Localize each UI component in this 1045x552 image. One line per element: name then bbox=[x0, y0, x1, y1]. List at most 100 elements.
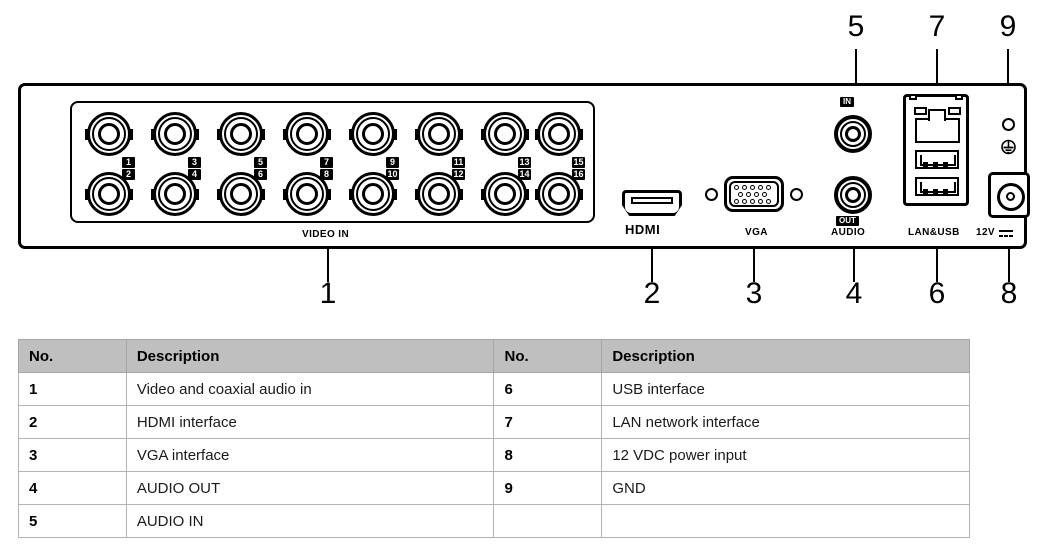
bnc-portnum-13: 13 bbox=[518, 157, 531, 168]
table-header-row: No. Description No. Description bbox=[18, 339, 970, 373]
bnc-connector-12[interactable] bbox=[415, 171, 463, 217]
callout-leader-2 bbox=[651, 249, 653, 282]
row-4-no-1: 5 bbox=[18, 504, 127, 538]
table-row: 5 AUDIO IN bbox=[18, 504, 970, 538]
device-chassis: 1 2 3 4 5 6 7 8 9 10 11 12 13 14 15 16 V… bbox=[18, 83, 1027, 249]
bnc-connector-15[interactable] bbox=[535, 111, 583, 157]
row-0-no-2: 6 bbox=[493, 372, 603, 406]
callout-leader-4 bbox=[853, 249, 855, 282]
row-2-no-2: 8 bbox=[493, 438, 603, 472]
audio-in-tag: IN bbox=[840, 97, 854, 107]
header-no-1: No. bbox=[18, 339, 127, 373]
row-1-no-1: 2 bbox=[18, 405, 127, 439]
lan-usb-label: LAN&USB bbox=[908, 227, 960, 238]
row-1-desc-1: HDMI interface bbox=[125, 405, 495, 439]
lan-usb-mount-tab-right bbox=[955, 94, 963, 100]
vga-port[interactable] bbox=[705, 176, 803, 214]
callout-leader-1 bbox=[327, 249, 329, 282]
callout-top-9: 9 bbox=[999, 10, 1017, 43]
bnc-connector-11[interactable] bbox=[415, 111, 463, 157]
bnc-connector-6[interactable] bbox=[217, 171, 265, 217]
callout-top-5: 5 bbox=[847, 10, 865, 43]
callout-leader-7 bbox=[936, 49, 938, 105]
callout-leader-6 bbox=[936, 249, 938, 282]
bnc-connector-5[interactable] bbox=[217, 111, 265, 157]
audio-label: AUDIO bbox=[831, 227, 866, 238]
bnc-portnum-7: 7 bbox=[320, 157, 333, 168]
table-row: 4 AUDIO OUT 9 GND bbox=[18, 471, 970, 505]
bnc-connector-13[interactable] bbox=[481, 111, 529, 157]
bnc-portnum-16: 16 bbox=[572, 169, 585, 180]
dc-power-jack[interactable] bbox=[988, 172, 1030, 218]
callout-bottom-6: 6 bbox=[928, 277, 946, 310]
vga-label: VGA bbox=[745, 227, 768, 238]
hdmi-label: HDMI bbox=[625, 222, 661, 237]
power-voltage-label: 12V bbox=[976, 227, 995, 238]
lan-usb-mount-tab-left bbox=[909, 94, 917, 100]
bnc-portnum-12: 12 bbox=[452, 169, 465, 180]
table-row: 2 HDMI interface 7 LAN network interface bbox=[18, 405, 970, 439]
bnc-connector-10[interactable] bbox=[349, 171, 397, 217]
callout-bottom-8: 8 bbox=[1000, 277, 1018, 310]
row-0-desc-1: Video and coaxial audio in bbox=[125, 372, 495, 406]
bnc-portnum-8: 8 bbox=[320, 169, 333, 180]
gnd-screw-hole[interactable] bbox=[1002, 118, 1015, 131]
audio-out-tag: OUT bbox=[836, 216, 859, 226]
bnc-portnum-10: 10 bbox=[386, 169, 399, 180]
bnc-portnum-5: 5 bbox=[254, 157, 267, 168]
vga-screw-hole-left bbox=[705, 188, 718, 201]
bnc-portnum-3: 3 bbox=[188, 157, 201, 168]
ground-symbol-icon bbox=[1001, 139, 1016, 155]
bnc-connector-1[interactable] bbox=[85, 111, 133, 157]
row-3-desc-1: AUDIO OUT bbox=[125, 471, 495, 505]
table-row: 1 Video and coaxial audio in 6 USB inter… bbox=[18, 372, 970, 406]
row-2-desc-1: VGA interface bbox=[125, 438, 495, 472]
bnc-connector-7[interactable] bbox=[283, 111, 331, 157]
audio-in-jack[interactable] bbox=[834, 115, 872, 153]
interface-description-table: No. Description No. Description 1 Video … bbox=[18, 339, 970, 538]
table-row: 3 VGA interface 8 12 VDC power input bbox=[18, 438, 970, 472]
bnc-portnum-1: 1 bbox=[122, 157, 135, 168]
row-1-desc-2: LAN network interface bbox=[601, 405, 970, 439]
bnc-connector-4[interactable] bbox=[151, 171, 199, 217]
callout-bottom-2: 2 bbox=[643, 277, 661, 310]
vga-screw-hole-right bbox=[790, 188, 803, 201]
bnc-portnum-4: 4 bbox=[188, 169, 201, 180]
callout-leader-3 bbox=[753, 249, 755, 282]
usb-port-bottom[interactable] bbox=[915, 177, 959, 196]
bnc-portnum-9: 9 bbox=[386, 157, 399, 168]
row-2-desc-2: 12 VDC power input bbox=[601, 438, 970, 472]
row-4-no-2 bbox=[493, 504, 603, 538]
video-in-connector-block: 1 2 3 4 5 6 7 8 9 10 11 12 13 14 15 16 bbox=[70, 101, 595, 223]
lan-usb-module bbox=[903, 94, 969, 206]
bnc-portnum-2: 2 bbox=[122, 169, 135, 180]
audio-out-jack[interactable] bbox=[834, 176, 872, 214]
bnc-portnum-15: 15 bbox=[572, 157, 585, 168]
callout-bottom-4: 4 bbox=[845, 277, 863, 310]
row-0-desc-2: USB interface bbox=[601, 372, 970, 406]
row-2-no-1: 3 bbox=[18, 438, 127, 472]
hdmi-port[interactable] bbox=[622, 190, 682, 216]
row-3-no-2: 9 bbox=[493, 471, 603, 505]
usb-port-top[interactable] bbox=[915, 150, 959, 169]
lan-led-right-icon bbox=[948, 107, 961, 115]
bnc-connector-3[interactable] bbox=[151, 111, 199, 157]
row-4-desc-2 bbox=[601, 504, 970, 538]
bnc-portnum-6: 6 bbox=[254, 169, 267, 180]
header-desc-2: Description bbox=[601, 339, 970, 373]
bnc-portnum-14: 14 bbox=[518, 169, 531, 180]
row-3-desc-2: GND bbox=[601, 471, 970, 505]
lan-led-left-icon bbox=[914, 107, 927, 115]
hdmi-slot bbox=[631, 197, 673, 204]
lan-rj45-port[interactable] bbox=[913, 103, 962, 143]
video-in-label: VIDEO IN bbox=[302, 229, 350, 240]
row-3-no-1: 4 bbox=[18, 471, 127, 505]
callout-bottom-3: 3 bbox=[745, 277, 763, 310]
header-no-2: No. bbox=[493, 339, 603, 373]
bnc-connector-9[interactable] bbox=[349, 111, 397, 157]
bnc-portnum-11: 11 bbox=[452, 157, 465, 168]
row-1-no-2: 7 bbox=[493, 405, 603, 439]
callout-leader-8 bbox=[1008, 249, 1010, 282]
dc-current-symbol-icon bbox=[999, 230, 1013, 237]
